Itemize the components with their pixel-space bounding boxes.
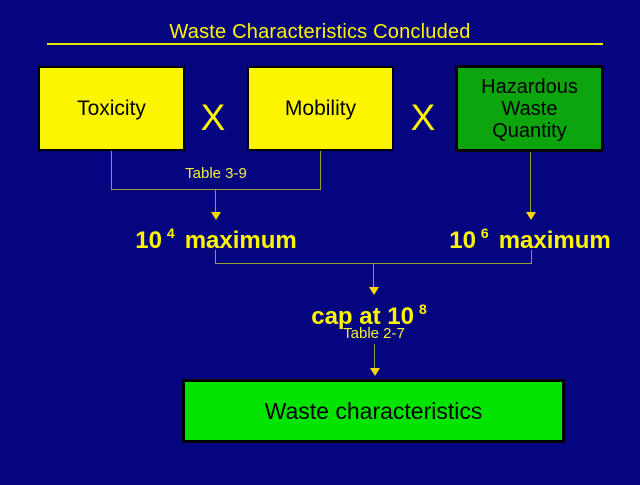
cap-final-prefix: cap at [311, 303, 388, 330]
arrow3-stem [373, 263, 374, 288]
multiply-symbol-1: X [200, 97, 226, 138]
multiply-symbol-2: X [410, 97, 436, 138]
page-title: Waste Characteristics Concluded [169, 21, 471, 43]
hazardous-line-2: Waste [501, 97, 558, 120]
hazardous-waste-quantity-box: Hazardous Waste Quantity [455, 65, 604, 152]
title-underline [47, 43, 603, 45]
hazardous-line-3: Quantity [492, 119, 567, 142]
toxicity-box: Toxicity [38, 66, 185, 151]
arrow4-down-icon [370, 368, 380, 376]
arrow2-stem [530, 152, 531, 213]
cap-right-suffix: maximum [498, 227, 611, 254]
bracket1-left-line [111, 151, 112, 189]
cap-left-suffix: maximum [184, 227, 297, 254]
cap-final-exponent: 8 [418, 301, 427, 317]
arrow1-stem [215, 189, 216, 213]
hazardous-waste-quantity-label: Hazardous Waste Quantity [481, 76, 578, 142]
cap-right-base: 10 [449, 227, 476, 254]
arrow1-down-icon [211, 212, 221, 220]
bracket2-right-line [531, 250, 532, 264]
mobility-label: Mobility [284, 96, 357, 120]
arrow4-stem [374, 344, 375, 369]
cap-right-exponent: 6 [480, 225, 489, 241]
cap-left-exponent: 4 [166, 225, 175, 241]
cap-final-base: 10 [387, 303, 414, 330]
arrow2-down-icon [526, 212, 536, 220]
bracket1-right-line [320, 151, 321, 189]
toxicity-label: Toxicity [77, 96, 146, 120]
table-2-7-label: Table 2-7 [343, 325, 405, 342]
waste-characteristics-label: Waste characteristics [264, 397, 483, 424]
bracket1-bottom-line [111, 189, 321, 190]
waste-characteristics-box: Waste characteristics [182, 379, 565, 443]
mobility-box: Mobility [247, 66, 394, 151]
hazardous-line-1: Hazardous [481, 75, 578, 98]
arrow3-down-icon [369, 287, 379, 295]
table-3-9-label: Table 3-9 [185, 165, 247, 182]
bracket2-left-line [215, 250, 216, 264]
cap-left-base: 10 [135, 227, 162, 254]
